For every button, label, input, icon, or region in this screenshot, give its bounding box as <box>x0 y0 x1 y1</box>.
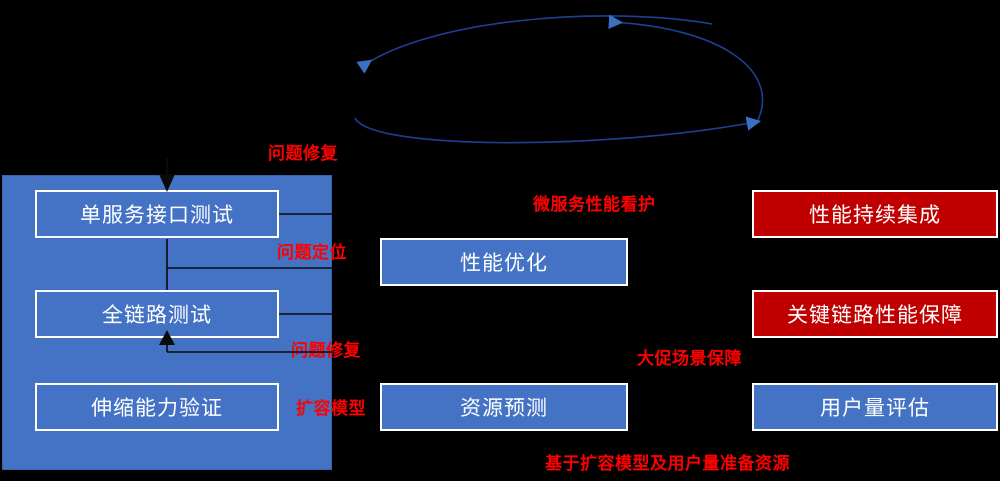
node-resource-forecast[interactable]: 资源预测 <box>380 383 628 431</box>
annotation-fix-top: 问题修复 <box>268 144 338 163</box>
node-single-service-interface-test[interactable]: 单服务接口测试 <box>35 190 279 238</box>
node-label: 性能持续集成 <box>809 204 941 227</box>
node-label: 资源预测 <box>460 397 548 420</box>
loop-arc-upper-left <box>356 15 713 74</box>
node-label: 单服务接口测试 <box>80 204 234 227</box>
annotation-resource-preparation: 基于扩容模型及用户量准备资源 <box>545 454 790 473</box>
node-critical-path-performance-assurance[interactable]: 关键链路性能保障 <box>752 290 998 338</box>
node-performance-optimization[interactable]: 性能优化 <box>380 238 628 286</box>
node-full-link-test[interactable]: 全链路测试 <box>35 290 279 338</box>
node-label: 全链路测试 <box>102 304 212 327</box>
node-label: 伸缩能力验证 <box>91 397 223 420</box>
node-scaling-capability-verification[interactable]: 伸缩能力验证 <box>35 383 279 431</box>
annotation-promotion-scenario-assurance: 大促场景保障 <box>637 349 742 368</box>
node-performance-continuous-integration[interactable]: 性能持续集成 <box>752 190 998 238</box>
annotation-locate-problem: 问题定位 <box>277 243 347 262</box>
node-user-volume-assessment[interactable]: 用户量评估 <box>752 383 998 431</box>
node-label: 关键链路性能保障 <box>787 304 963 327</box>
loop-arc-upper-right <box>608 14 764 121</box>
annotation-microservice-performance-watch: 微服务性能看护 <box>533 195 656 214</box>
annotation-scale-model: 扩容模型 <box>296 399 366 418</box>
annotation-fix-mid: 问题修复 <box>291 341 361 360</box>
node-label: 用户量评估 <box>820 397 930 420</box>
loop-arc-lower <box>354 116 762 144</box>
node-label: 性能优化 <box>460 252 548 275</box>
